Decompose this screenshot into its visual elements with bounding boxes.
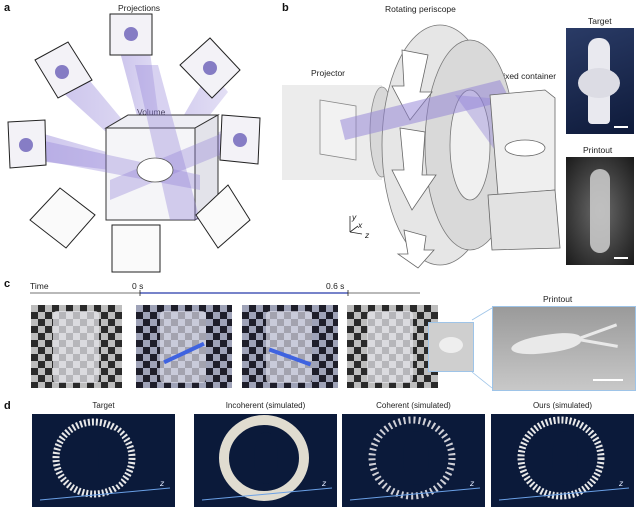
- fixed-container-label: Fixed container: [498, 71, 557, 81]
- d-frame-coherent: z: [342, 414, 485, 507]
- printout-photo: [566, 157, 634, 265]
- axis-triad: [349, 216, 363, 235]
- target-photo: [566, 28, 634, 134]
- fixed-container: [487, 89, 561, 251]
- d-frame-target: z: [32, 414, 175, 507]
- scale-bar: [614, 257, 628, 259]
- d-title-coherent: Coherent (simulated): [376, 401, 451, 410]
- time-06-label: 0.6 s: [326, 281, 345, 291]
- d-axis-z: z: [470, 478, 475, 488]
- axis-z-label: z: [365, 230, 370, 240]
- printout-photo-c: [492, 306, 636, 391]
- panel-c-letter: c: [4, 278, 11, 290]
- volume-cube: [104, 114, 220, 221]
- timelapse-frame-4: [347, 305, 438, 388]
- zoom-inset: [428, 322, 474, 372]
- axis-x-label: x: [358, 220, 363, 230]
- d-title-target: Target: [92, 401, 115, 410]
- projector-label: Projector: [311, 68, 346, 78]
- timelapse-frame-1: [31, 305, 122, 388]
- d-axis-z: z: [160, 478, 165, 488]
- rotating-periscope-label: Rotating periscope: [385, 4, 456, 14]
- scale-bar: [593, 379, 623, 381]
- d-title-incoherent: Incoherent (simulated): [225, 401, 306, 410]
- d-frame-ours: z: [491, 414, 634, 507]
- time-label: Time: [30, 281, 49, 291]
- printout-label-c: Printout: [543, 294, 573, 304]
- panel-d-letter: d: [4, 400, 11, 412]
- timelapse-frame-2: [136, 305, 232, 388]
- time-0-label: 0 s: [132, 281, 144, 291]
- d-axis-z: z: [619, 478, 624, 488]
- projections-label: Projections: [118, 3, 161, 13]
- d-axis-z: z: [322, 478, 327, 488]
- printout-label-b: Printout: [583, 145, 613, 155]
- d-title-ours: Ours (simulated): [532, 401, 593, 410]
- d-frame-incoherent: z: [194, 414, 337, 507]
- panel-b-letter: b: [282, 2, 289, 14]
- timelapse-frame-3: [242, 305, 338, 388]
- panel-a-letter: a: [4, 2, 11, 14]
- scale-bar: [614, 126, 628, 128]
- target-label: Target: [588, 16, 612, 26]
- volume-object: [136, 157, 174, 183]
- axis-y-label: y: [352, 212, 357, 222]
